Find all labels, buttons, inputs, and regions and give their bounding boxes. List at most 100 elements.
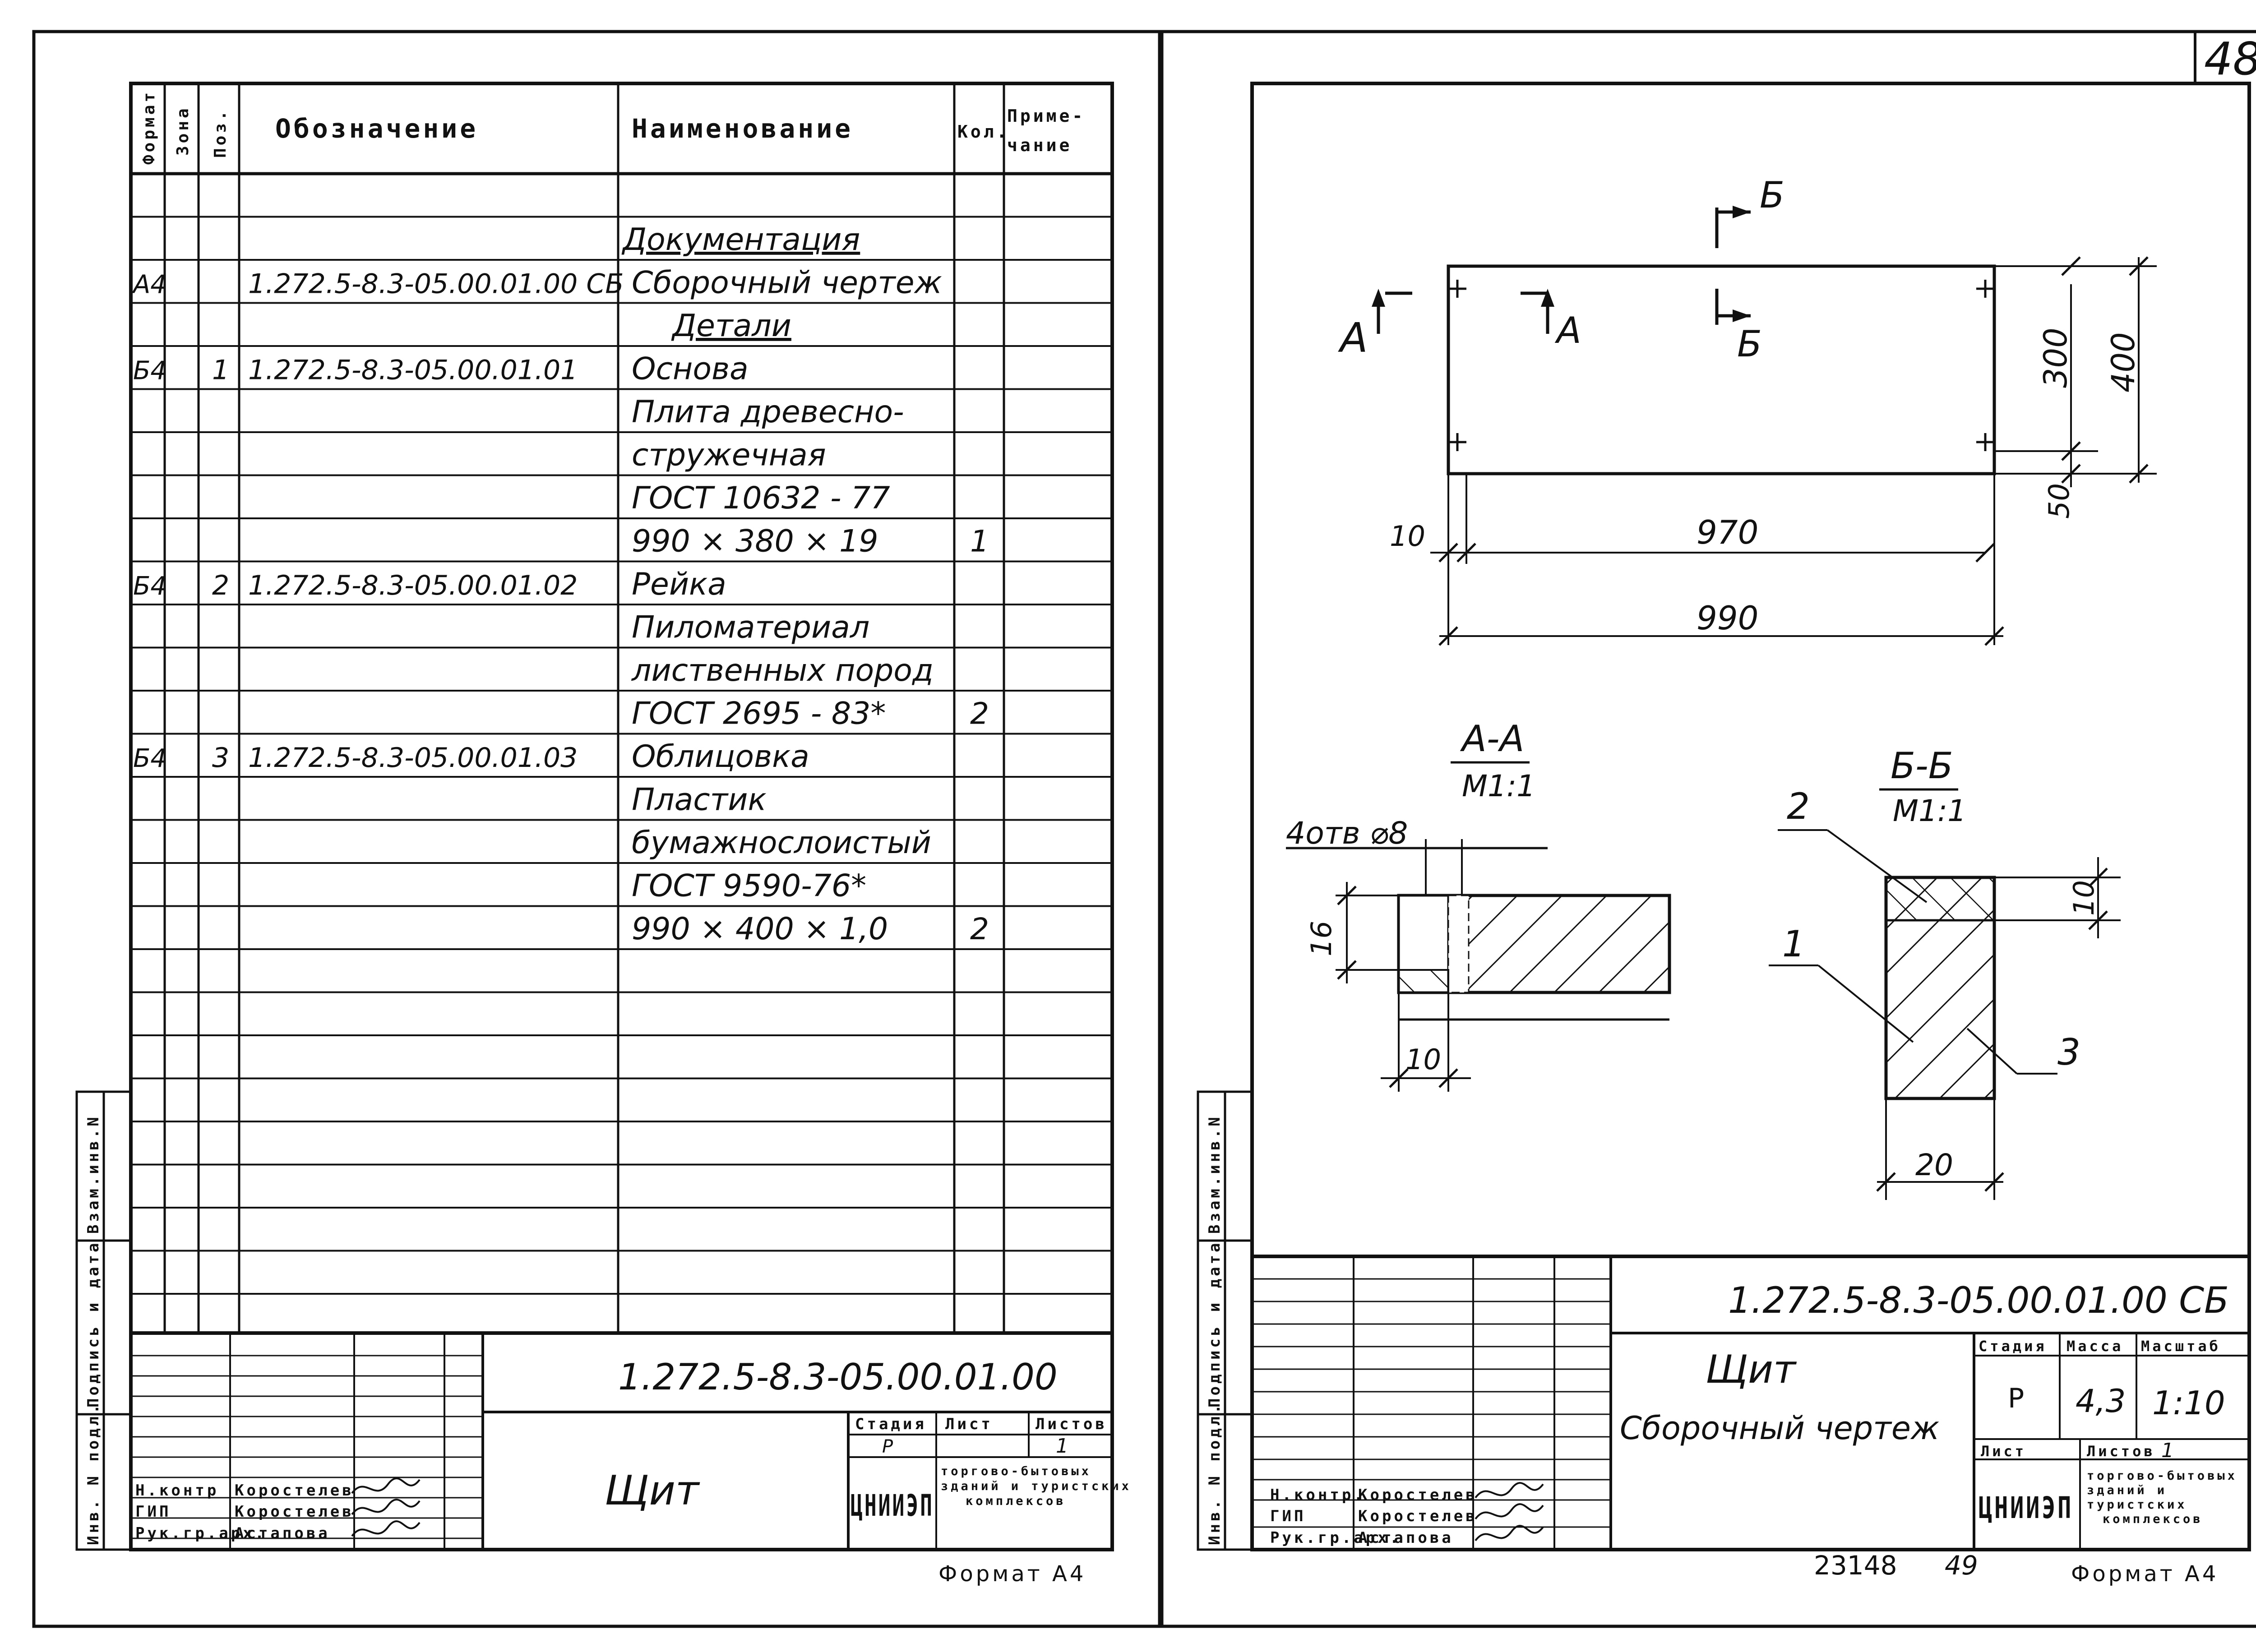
row-name: Детали	[671, 308, 791, 344]
row-format: Б4	[133, 356, 166, 386]
dim-970: 970	[1697, 513, 1758, 551]
row-qty: 2	[970, 697, 989, 731]
left-tb-sheets-label: Листов	[1036, 1415, 1107, 1433]
person-name: Астапова	[235, 1524, 330, 1542]
left-side-label-inv: Инв. N подл.	[84, 1402, 102, 1545]
page-number: 48	[2204, 32, 2256, 85]
dimension-ticks	[1438, 256, 2149, 646]
aa-title: А-А	[1460, 718, 1524, 760]
row-name: бумажнослоистый	[632, 825, 931, 861]
person-name: Коростелев	[235, 1481, 354, 1500]
row-name: стружечная	[632, 438, 826, 473]
dim-300: 300	[2037, 328, 2074, 388]
right-tb-mass-label: Масса	[2066, 1338, 2123, 1355]
right-tb-mass: 4,3	[2076, 1383, 2126, 1420]
left-tb-org-logo: ЦНИИЭП	[851, 1488, 934, 1523]
header-qty: Кол.	[957, 122, 1010, 142]
right-titleblock-title: Щит	[1706, 1347, 1797, 1392]
row-pos: 1	[212, 355, 229, 386]
left-tb-sheet-label: Лист	[945, 1415, 993, 1433]
right-tb-sheets: 1	[2161, 1439, 2174, 1462]
row-pos: 3	[212, 742, 229, 774]
right-titleblock	[1252, 1255, 2249, 1550]
callout-3: 3	[2057, 1031, 2080, 1073]
row-name: лиственных пород	[631, 653, 934, 688]
aa-scale: М1:1	[1462, 769, 1535, 803]
person-name: Коростелев	[235, 1503, 354, 1521]
right-tb-org-2: зданий и	[2087, 1483, 2167, 1497]
sheet-frames	[32, 30, 2256, 1628]
row-name: Рейка	[632, 567, 726, 602]
spec-headers: Формат Зона Поз. Обозначение Наименовани…	[140, 90, 1085, 165]
left-format-label: Формат А4	[938, 1561, 1086, 1587]
row-format: Б4	[133, 572, 166, 601]
left-titleblock-code: 1.272.5-8.3-05.00.01.00	[618, 1356, 1058, 1398]
right-tb-sheets-label: Листов	[2087, 1443, 2155, 1460]
right-side-label-vzam: Взам.инв.N	[1206, 1114, 1224, 1234]
section-arrows	[1372, 206, 1751, 322]
header-note-2: чание	[1007, 135, 1072, 155]
left-side-label-sign: Подпись и дата	[84, 1240, 102, 1407]
right-side-label-inv: Инв. N подл.	[1206, 1402, 1224, 1545]
right-tb-org-4: комплексов	[2103, 1512, 2203, 1526]
row-designation: 1.272.5-8.3-05.00.01.00 СБ	[248, 268, 624, 300]
role-label: Рук.гр.арх.	[1270, 1529, 1401, 1547]
header-designation: Обозначение	[275, 113, 478, 144]
row-designation: 1.272.5-8.3-05.00.01.02	[248, 570, 578, 601]
row-name: 990 × 400 × 1,0	[632, 911, 888, 947]
section-b-top: Б	[1760, 174, 1784, 216]
right-tb-org-3: туристских	[2087, 1498, 2187, 1512]
row-name: ГОСТ 2695 - 83*	[632, 696, 886, 732]
row-name: 990 × 380 × 19	[632, 524, 878, 559]
bb-dim-20: 20	[1915, 1148, 1953, 1182]
row-qty: 1	[970, 524, 989, 559]
role-label: Рук.гр.арх.	[135, 1524, 267, 1542]
header-zone: Зона	[174, 106, 192, 156]
row-name: ГОСТ 10632 - 77	[632, 480, 890, 516]
left-titleblock	[131, 1331, 1112, 1550]
right-titleblock-code: 1.272.5-8.3-05.00.01.00 СБ	[1728, 1279, 2229, 1321]
plan-dimensions	[1430, 257, 2157, 645]
role-label: Н.контр.	[1270, 1486, 1366, 1504]
header-pos: Поз.	[211, 108, 230, 158]
left-side-label-vzam: Взам.инв.N	[84, 1114, 102, 1234]
aa-holes: 4отв ⌀8	[1286, 816, 1408, 851]
row-name: Пиломатериал	[632, 610, 869, 646]
header-note-1: Приме-	[1007, 106, 1085, 126]
section-bb: Б-Б М1:1 10 20 2 1 3	[1769, 745, 2121, 1200]
right-tb-sheet-label: Лист	[1981, 1443, 2026, 1460]
bb-title: Б-Б	[1891, 745, 1953, 787]
dim-10: 10	[1390, 520, 1425, 553]
left-side-strip	[75, 1090, 132, 1551]
left-tb-stage-label: Стадия	[855, 1415, 927, 1433]
right-tb-scale-label: Масштаб	[2141, 1338, 2221, 1355]
role-label: Н.контр	[135, 1481, 219, 1500]
right-tb-stage-label: Стадия	[1979, 1338, 2047, 1355]
row-designation: 1.272.5-8.3-05.00.01.01	[248, 355, 578, 386]
section-a-right: А	[1554, 309, 1581, 351]
role-label: ГИП	[1270, 1507, 1306, 1525]
bb-scale: М1:1	[1893, 794, 1966, 828]
signature	[351, 1520, 421, 1537]
row-name: Сборочный чертеж	[632, 265, 942, 301]
section-aa: А-А М1:1 4отв ⌀8 16 10	[1286, 718, 1671, 1092]
left-tb-stage: Р	[882, 1436, 893, 1457]
row-name: Документация	[621, 222, 860, 258]
person-name: Астапова	[1358, 1529, 1454, 1547]
signature	[1475, 1525, 1544, 1541]
row-pos: 2	[212, 570, 229, 601]
right-titleblock-subtitle: Сборочный чертеж	[1620, 1410, 1939, 1447]
left-titleblock-title: Щит	[605, 1467, 700, 1514]
signature	[351, 1477, 421, 1494]
right-tb-stage: Р	[2008, 1383, 2024, 1414]
plan-view	[1447, 264, 1996, 475]
left-tb-org-1: торгово-бытовых	[941, 1464, 1091, 1478]
left-tb-org-2: зданий и туристских	[941, 1479, 1132, 1493]
header-format: Формат	[140, 90, 158, 165]
header-name: Наименование	[632, 113, 853, 144]
callout-2: 2	[1787, 785, 1810, 827]
row-format: А4	[132, 270, 166, 300]
